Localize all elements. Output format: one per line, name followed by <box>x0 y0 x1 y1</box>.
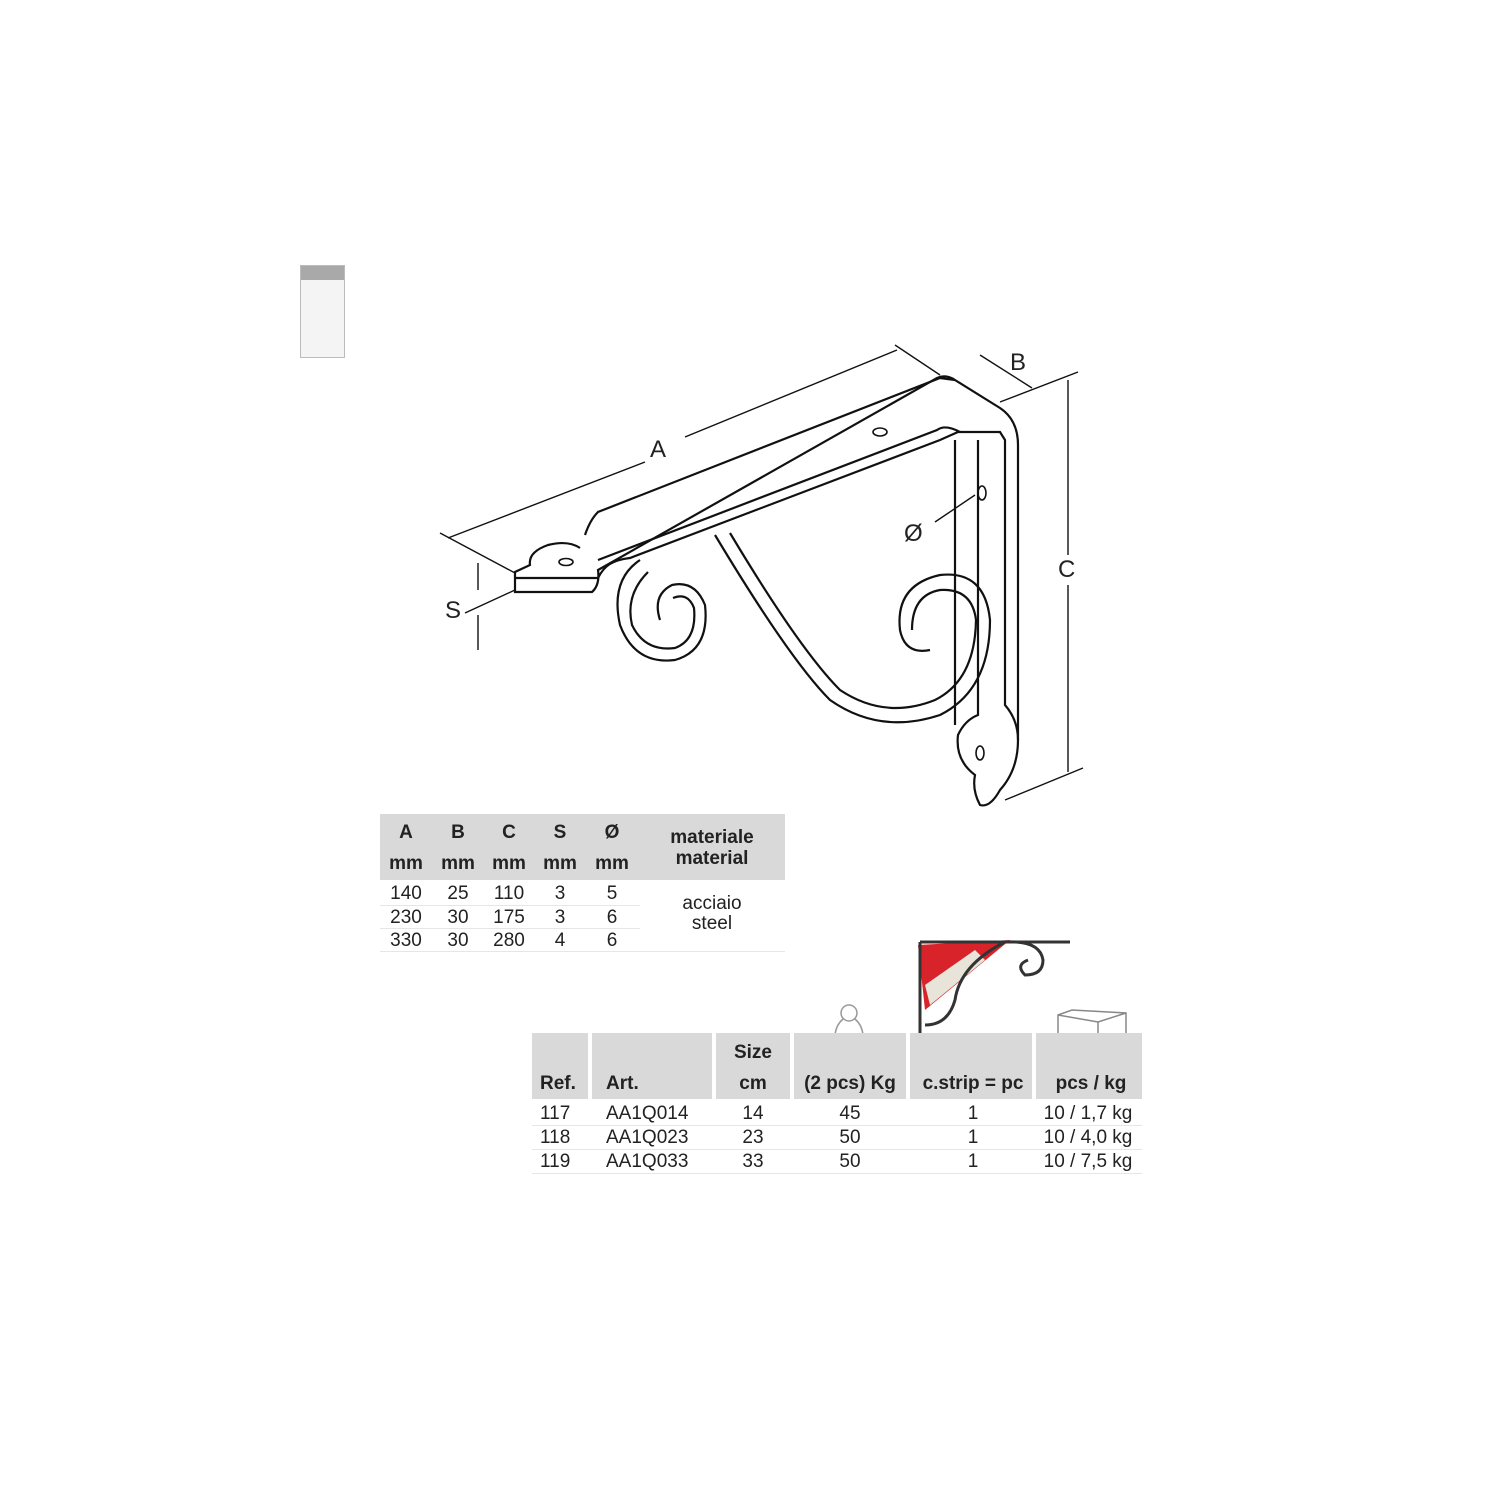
cell-art: AA1Q014 <box>606 1103 689 1124</box>
col-c-header: C <box>502 822 516 843</box>
dimension-label-a: A <box>650 436 666 463</box>
cell-c: 280 <box>493 930 525 951</box>
material-value-it: acciaio <box>682 893 742 914</box>
cell-diameter: 5 <box>606 883 618 904</box>
thumbnail-tab-header <box>301 266 344 280</box>
material-value: acciaio steel <box>640 894 784 934</box>
cell-pack: 10 / 4,0 kg <box>1043 1127 1133 1148</box>
cell-load: 45 <box>839 1103 861 1124</box>
col-b-unit: mm <box>441 853 475 874</box>
cell-strip: 1 <box>967 1103 979 1124</box>
header-load: (2 pcs) Kg <box>804 1073 896 1094</box>
header-cell-load <box>794 1033 906 1099</box>
cell-ref: 118 <box>540 1127 571 1148</box>
header-cell-art <box>592 1033 712 1099</box>
col-s-unit: mm <box>543 853 577 874</box>
material-header-it: materiale <box>670 827 754 848</box>
cell-art: AA1Q033 <box>606 1151 689 1172</box>
cell-load: 50 <box>839 1151 861 1172</box>
cell-strip: 1 <box>967 1127 979 1148</box>
header-strip: c.strip = pc <box>922 1073 1024 1094</box>
cell-c: 110 <box>493 883 525 904</box>
header-pack: pcs / kg <box>1055 1073 1127 1094</box>
cell-diameter: 6 <box>606 930 618 951</box>
header-size-unit: cm <box>739 1073 767 1094</box>
header-art: Art. <box>606 1073 639 1094</box>
cell-diameter: 6 <box>606 907 618 928</box>
header-cell-pack <box>1036 1033 1142 1099</box>
material-header: materiale material <box>640 827 784 869</box>
col-c-unit: mm <box>492 853 526 874</box>
cell-pack: 10 / 7,5 kg <box>1043 1151 1133 1172</box>
header-cell-strip <box>910 1033 1032 1099</box>
dimension-label-s: S <box>445 597 461 624</box>
cell-pack: 10 / 1,7 kg <box>1043 1103 1133 1124</box>
header-size: Size <box>733 1042 773 1063</box>
dimension-label-c: C <box>1058 556 1075 583</box>
col-diameter-header: Ø <box>604 822 620 843</box>
header-cell-ref <box>532 1033 588 1099</box>
cell-a: 230 <box>390 907 422 928</box>
bracket-outline <box>513 375 1020 807</box>
cell-ref: 119 <box>540 1151 571 1172</box>
col-a-unit: mm <box>389 853 423 874</box>
cell-c: 175 <box>493 907 525 928</box>
cell-b: 30 <box>447 907 469 928</box>
cell-size: 23 <box>742 1127 764 1148</box>
cell-s: 3 <box>554 883 566 904</box>
dimension-lines <box>439 344 1084 801</box>
header-ref: Ref. <box>540 1073 576 1094</box>
dimension-label-b: B <box>1010 349 1026 376</box>
cell-size: 14 <box>742 1103 764 1124</box>
cell-s: 4 <box>554 930 566 951</box>
col-diameter-unit: mm <box>595 853 629 874</box>
cell-a: 330 <box>390 930 422 951</box>
packaging-image <box>918 940 1070 1065</box>
bracket-holes <box>558 427 987 761</box>
col-b-header: B <box>451 822 465 843</box>
cell-s: 3 <box>554 907 566 928</box>
cell-strip: 1 <box>967 1151 979 1172</box>
material-value-en: steel <box>691 913 733 934</box>
cell-a: 140 <box>390 883 422 904</box>
cell-b: 25 <box>447 883 469 904</box>
dimensions-table-header <box>380 814 785 880</box>
cell-ref: 117 <box>540 1103 571 1124</box>
cell-size: 33 <box>742 1151 764 1172</box>
col-s-header: S <box>553 822 567 843</box>
dimension-label-diameter: Ø <box>904 520 923 547</box>
thumbnail-tab[interactable] <box>300 265 345 358</box>
cell-art: AA1Q023 <box>606 1127 689 1148</box>
material-header-en: material <box>675 848 749 869</box>
cell-b: 30 <box>447 930 469 951</box>
col-a-header: A <box>399 822 413 843</box>
cell-load: 50 <box>839 1127 861 1148</box>
header-cell-size <box>716 1033 790 1099</box>
